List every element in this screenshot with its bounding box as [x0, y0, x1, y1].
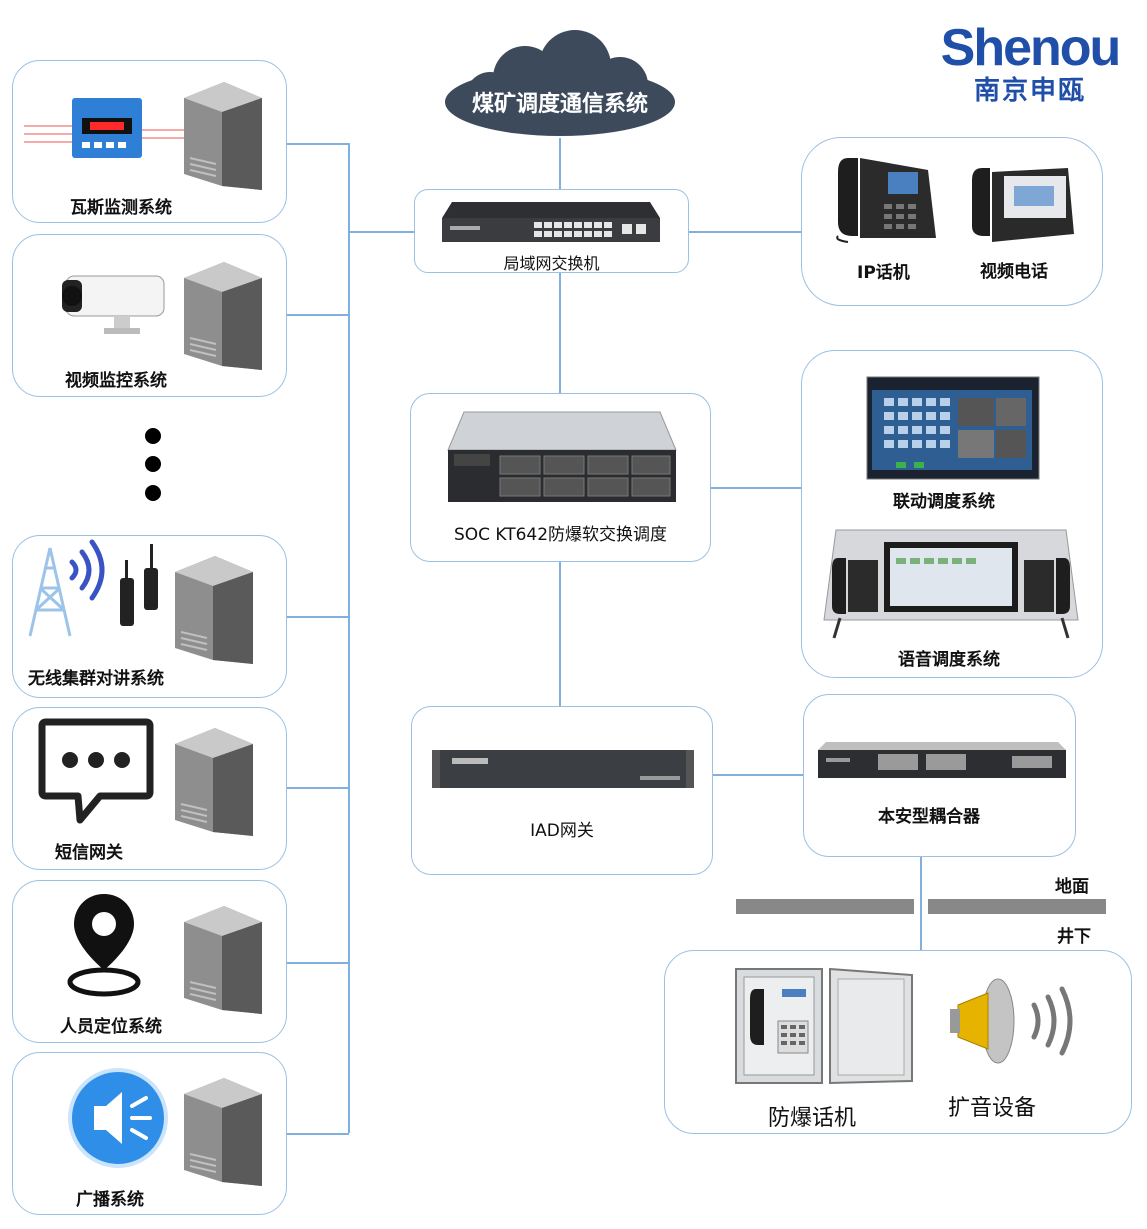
soc-to-dispatch-line	[710, 487, 802, 489]
radio-tower-icon	[28, 539, 158, 637]
ellipsis-dot-1	[145, 428, 161, 444]
server-tower-icon	[184, 1078, 262, 1186]
left-conn-1	[286, 143, 349, 145]
video-phone-icon	[972, 168, 1074, 242]
left-label-radio: 无线集群对讲系统	[28, 669, 164, 689]
left-label-sms: 短信网关	[55, 843, 123, 863]
switch-device-icon	[442, 202, 660, 242]
switch-to-phones-line	[688, 231, 801, 233]
loudspeaker-icon	[950, 978, 1073, 1064]
server-tower-icon	[184, 82, 262, 190]
server-tower-icon	[175, 556, 253, 664]
left-conn-6	[286, 1133, 349, 1135]
brand-logo: Shenou 南京申瓯	[930, 20, 1130, 106]
left-label-location: 人员定位系统	[60, 1017, 162, 1037]
left-conn-4	[286, 787, 349, 789]
server-rack-icon	[447, 411, 677, 502]
ip-phone-label: IP话机	[857, 263, 910, 283]
coupler-label: 本安型耦合器	[878, 807, 980, 827]
chat-bubble-icon	[38, 718, 154, 824]
server-tower-icon	[184, 906, 262, 1014]
soc-to-iad-line	[559, 562, 561, 707]
left-conn-5	[286, 962, 349, 964]
explosion-proof-phone-icon	[735, 967, 913, 1085]
ground-divider-right	[928, 899, 1106, 914]
ellipsis-dot-3	[145, 485, 161, 501]
ip-phone-icon	[836, 158, 936, 243]
dispatch-screen-icon	[866, 376, 1040, 480]
iad-box	[411, 706, 713, 875]
iad-device-icon	[432, 750, 694, 788]
bus-to-switch-line	[348, 231, 414, 233]
cloud-label: 煤矿调度通信系统	[471, 92, 648, 117]
server-tower-icon	[184, 262, 262, 370]
cctv-camera-icon	[62, 275, 165, 334]
coupler-device-icon	[818, 742, 1066, 778]
left-bus-line	[348, 143, 350, 1133]
switch-label: 局域网交换机	[503, 254, 600, 273]
brand-name: Shenou	[940, 19, 1122, 77]
server-tower-icon	[175, 728, 253, 836]
iad-label: IAD网关	[530, 821, 594, 841]
loudspeaker-label: 扩音设备	[948, 1096, 1037, 1121]
left-label-video: 视频监控系统	[65, 371, 167, 391]
video-phone-label: 视频电话	[980, 262, 1048, 282]
voice-console-icon	[823, 529, 1079, 639]
gas-monitor-icon	[24, 98, 184, 158]
coupler-to-underground-line	[920, 856, 922, 951]
brand-subname: 南京申瓯	[973, 76, 1086, 106]
ground-label: 地面	[1055, 877, 1089, 897]
left-label-gas: 瓦斯监测系统	[70, 198, 172, 218]
ground-divider-left	[736, 899, 914, 914]
linkage-label: 联动调度系统	[893, 492, 995, 512]
speaker-icon	[68, 1068, 168, 1168]
underground-label: 井下	[1057, 927, 1091, 947]
iad-to-coupler-line	[712, 774, 804, 776]
ellipsis-dot-2	[145, 456, 161, 472]
cloud-to-switch-line	[559, 138, 561, 190]
location-pin-icon	[67, 894, 141, 997]
left-conn-2	[286, 314, 349, 316]
switch-to-soc-line	[559, 272, 561, 394]
soc-label: SOC KT642防爆软交换调度	[453, 525, 668, 545]
left-conn-3	[286, 616, 349, 618]
voice-dispatch-label: 语音调度系统	[898, 650, 1000, 670]
explosion-proof-phone-label: 防爆话机	[768, 1106, 857, 1131]
left-label-broadcast: 广播系统	[76, 1190, 144, 1210]
cloud-shape	[445, 30, 675, 136]
